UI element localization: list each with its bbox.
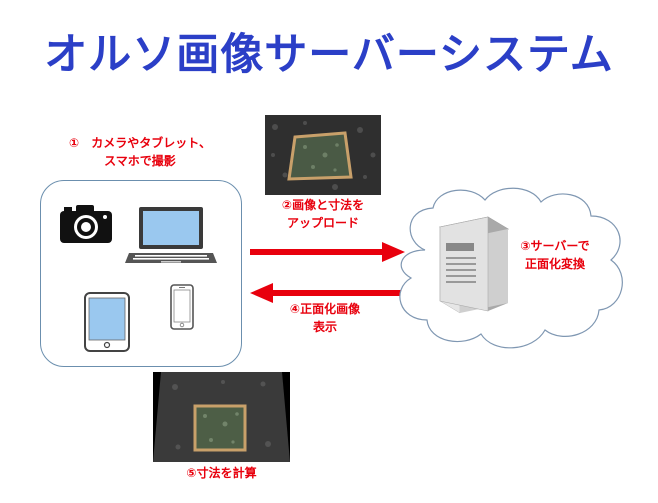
tablet-icon: [84, 292, 130, 352]
step-capture-line2: スマホで撮影: [104, 154, 176, 168]
step-capture-label: ① カメラやタブレット、 スマホで撮影: [40, 134, 240, 170]
uploaded-photo: [265, 115, 381, 195]
step-measure-label: ⑤寸法を計算: [153, 464, 290, 482]
arrow-upload: [250, 242, 405, 262]
step-upload-line1: ②画像と寸法を: [281, 198, 365, 212]
step-measure-line1: ⑤寸法を計算: [186, 466, 257, 480]
step-display-label: ④正面化画像 表示: [270, 300, 380, 336]
step-capture-line1: ① カメラやタブレット、: [69, 136, 211, 150]
step-display-line1: ④正面化画像: [289, 302, 361, 316]
step-server-line2: 正面化変換: [524, 257, 585, 271]
smartphone-icon: [170, 284, 194, 330]
rectified-photo: [153, 372, 290, 462]
step-upload-label: ②画像と寸法を アップロード: [265, 196, 381, 232]
arrow-return: [250, 283, 405, 303]
step-upload-line2: アップロード: [286, 216, 359, 230]
server-icon: [438, 216, 510, 314]
step-display-line2: 表示: [312, 320, 337, 334]
laptop-icon: [125, 207, 217, 263]
step-server-line1: ③サーバーで: [520, 239, 590, 253]
page-title: オルソ画像サーバーシステム: [44, 30, 614, 80]
camera-icon: [60, 205, 112, 243]
step-server-label: ③サーバーで 正面化変換: [505, 237, 605, 273]
